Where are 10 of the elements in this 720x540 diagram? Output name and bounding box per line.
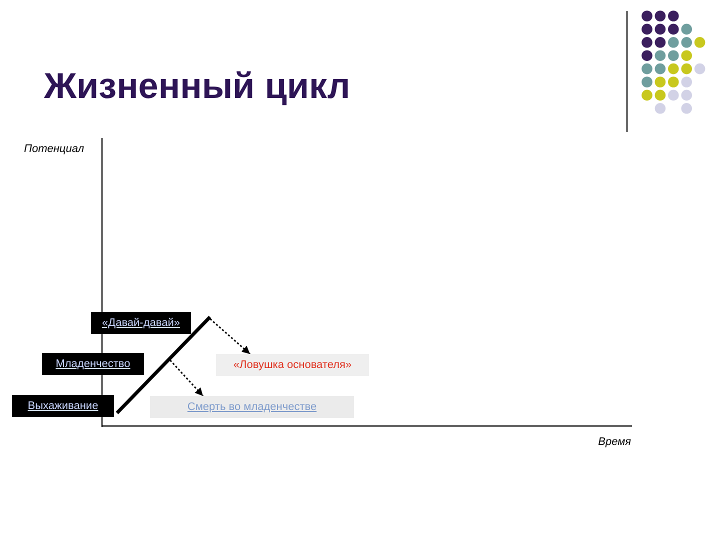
stage-box: Младенчество: [42, 353, 144, 375]
stage-box: «Ловушка основателя»: [216, 354, 369, 376]
axis-label: Потенциал: [24, 143, 84, 156]
stage-box: Выхаживание: [12, 395, 114, 417]
stage-box: «Давай-давай»: [91, 312, 191, 334]
slide-title: Жизненный цикл: [44, 66, 350, 106]
stage-box: Смерть во младенчестве: [150, 396, 354, 418]
dotted-arrow: [210, 318, 250, 355]
axis-label: Время: [598, 436, 631, 449]
dotted-arrow: [170, 360, 204, 396]
